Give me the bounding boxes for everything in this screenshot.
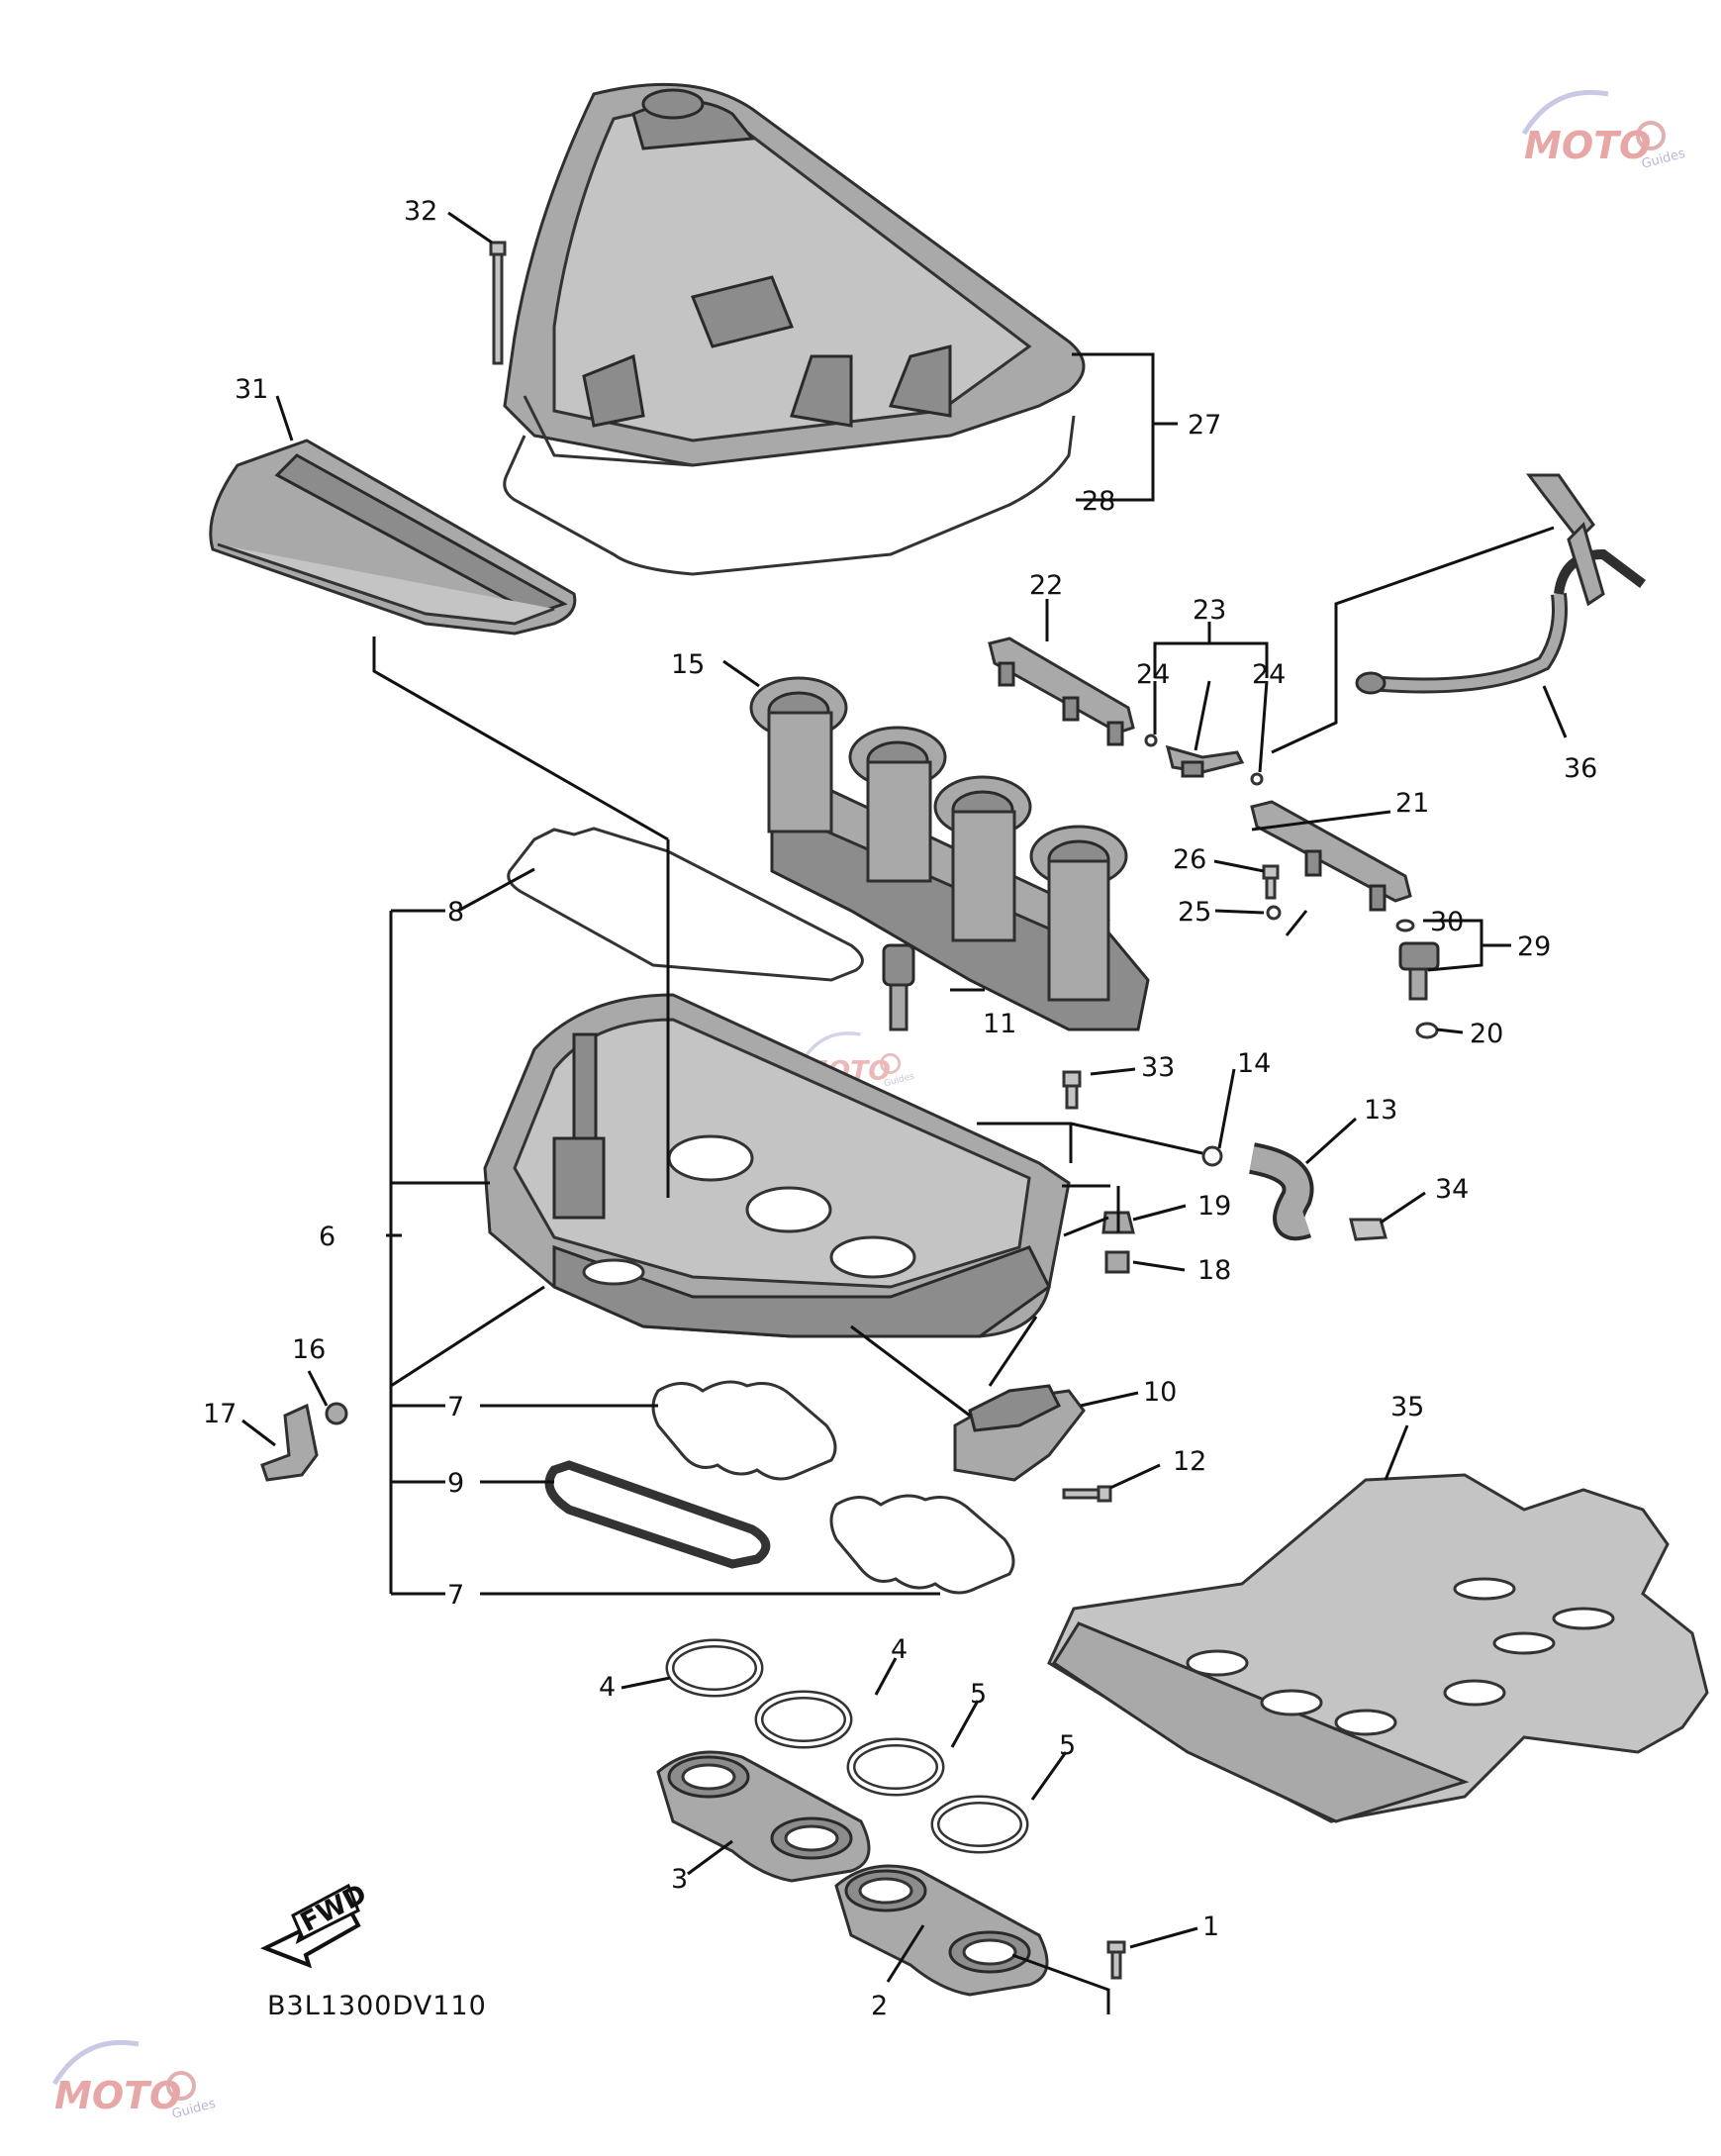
part-23-injector: [1165, 744, 1245, 778]
part-10-valve: [953, 1384, 1086, 1482]
part-8-base-gasket: [507, 827, 864, 982]
part-31-air-filter: [209, 439, 577, 636]
callout-9: 9: [447, 1468, 464, 1499]
part-4-clamp-1-inner: [668, 1641, 761, 1695]
callout-24b: 24: [1252, 659, 1286, 690]
callout-33: 33: [1141, 1052, 1175, 1083]
callout-28: 28: [1082, 486, 1115, 517]
part-27-airbox-cover: [503, 82, 1086, 467]
part-2-intake-joint: [834, 1864, 1049, 1997]
callout-5b: 5: [1059, 1730, 1076, 1761]
callout-5a: 5: [970, 1679, 987, 1710]
part-15-throttle-body: [749, 676, 1150, 1031]
part-3-intake-joint: [656, 1750, 871, 1883]
callout-7b: 7: [447, 1580, 464, 1611]
svg-text:MOTO: MOTO: [1524, 124, 1651, 167]
part-25-washer: [1266, 905, 1282, 921]
callout-1: 1: [1202, 1911, 1219, 1942]
callout-14: 14: [1237, 1048, 1271, 1079]
callout-13: 13: [1364, 1095, 1397, 1126]
fwd-arrow-icon: FWD: [259, 1879, 372, 1969]
callout-32: 32: [404, 196, 437, 227]
part-34-hose-clamp: [1349, 1218, 1387, 1241]
svg-text:MOTO: MOTO: [54, 2074, 181, 2117]
part-28-cover-gasket: [503, 415, 1076, 576]
part-35-heat-shield: [1047, 1473, 1709, 1823]
callout-labels: 1 2 3 4 4 5 5 6 7 7 8 9 10 11 12 13 14 1…: [203, 196, 1597, 2021]
callout-21: 21: [1395, 788, 1429, 819]
part-11-sensor: [882, 943, 915, 1031]
part-7-gasket-upper: [651, 1380, 837, 1481]
part-6-airbox-base: [483, 993, 1071, 1338]
part-17-bracket: [260, 1403, 319, 1482]
part-5-clamp-1-inner: [849, 1740, 942, 1794]
part-20-clip: [1415, 1022, 1439, 1039]
callout-11: 11: [983, 1009, 1016, 1039]
part-26-bolt: [1262, 864, 1280, 900]
part-4-clamp-2-inner: [757, 1693, 850, 1746]
part-18-collar: [1104, 1250, 1130, 1274]
callout-4b: 4: [891, 1634, 908, 1665]
callout-29: 29: [1517, 931, 1551, 962]
part-33-bolt: [1062, 1070, 1082, 1110]
callout-16: 16: [292, 1334, 326, 1365]
part-13-breather-hose: [1248, 1142, 1314, 1241]
callout-27: 27: [1188, 410, 1221, 441]
part-7-gasket-lower: [829, 1494, 1015, 1595]
callout-10: 10: [1143, 1377, 1177, 1408]
callout-23: 23: [1193, 595, 1226, 626]
part-16-grommet: [325, 1402, 348, 1425]
callout-7a: 7: [447, 1392, 464, 1422]
diagram-code: B3L1300DV110: [267, 1991, 487, 2021]
part-24-o-ring-left: [1144, 734, 1158, 747]
part-12-screw: [1062, 1485, 1112, 1503]
part-22-fuel-rail-upper: [988, 637, 1135, 746]
callout-31: 31: [235, 374, 268, 405]
part-30-o-ring: [1395, 919, 1415, 932]
part-14-hose-clamp: [1201, 1145, 1223, 1167]
callout-20: 20: [1470, 1019, 1503, 1049]
part-1-screw: [1106, 1940, 1126, 1980]
watermark-logo-bottom: MOTO Guides: [51, 2039, 218, 2122]
callout-2: 2: [871, 1991, 888, 2021]
part-21-fuel-rail-lower: [1250, 800, 1412, 912]
callout-25: 25: [1178, 897, 1211, 928]
part-29-fuel-connector: [1398, 941, 1440, 1001]
callout-18: 18: [1197, 1255, 1231, 1286]
callout-4a: 4: [599, 1672, 616, 1703]
leader-lines: [241, 211, 1568, 2014]
callout-17: 17: [203, 1399, 237, 1429]
callout-3: 3: [671, 1864, 688, 1895]
callout-34: 34: [1435, 1174, 1469, 1205]
callout-26: 26: [1173, 844, 1206, 875]
part-36-fuel-hose: [1355, 473, 1646, 695]
callout-22: 22: [1029, 570, 1063, 601]
callout-19: 19: [1197, 1191, 1231, 1222]
part-32-screw: [489, 241, 507, 365]
part-9-seal: [544, 1460, 771, 1569]
part-24-o-ring-right: [1250, 772, 1264, 786]
watermark-logo-top: MOTO Guides: [1521, 89, 1687, 172]
callout-12: 12: [1173, 1446, 1206, 1477]
callout-6: 6: [319, 1222, 335, 1252]
part-5-clamp-2-inner: [933, 1798, 1026, 1851]
callout-36: 36: [1564, 753, 1597, 784]
callout-24a: 24: [1136, 659, 1170, 690]
callout-8: 8: [447, 897, 464, 928]
callout-30: 30: [1430, 907, 1464, 937]
callout-35: 35: [1390, 1392, 1424, 1422]
callout-15: 15: [671, 649, 705, 680]
